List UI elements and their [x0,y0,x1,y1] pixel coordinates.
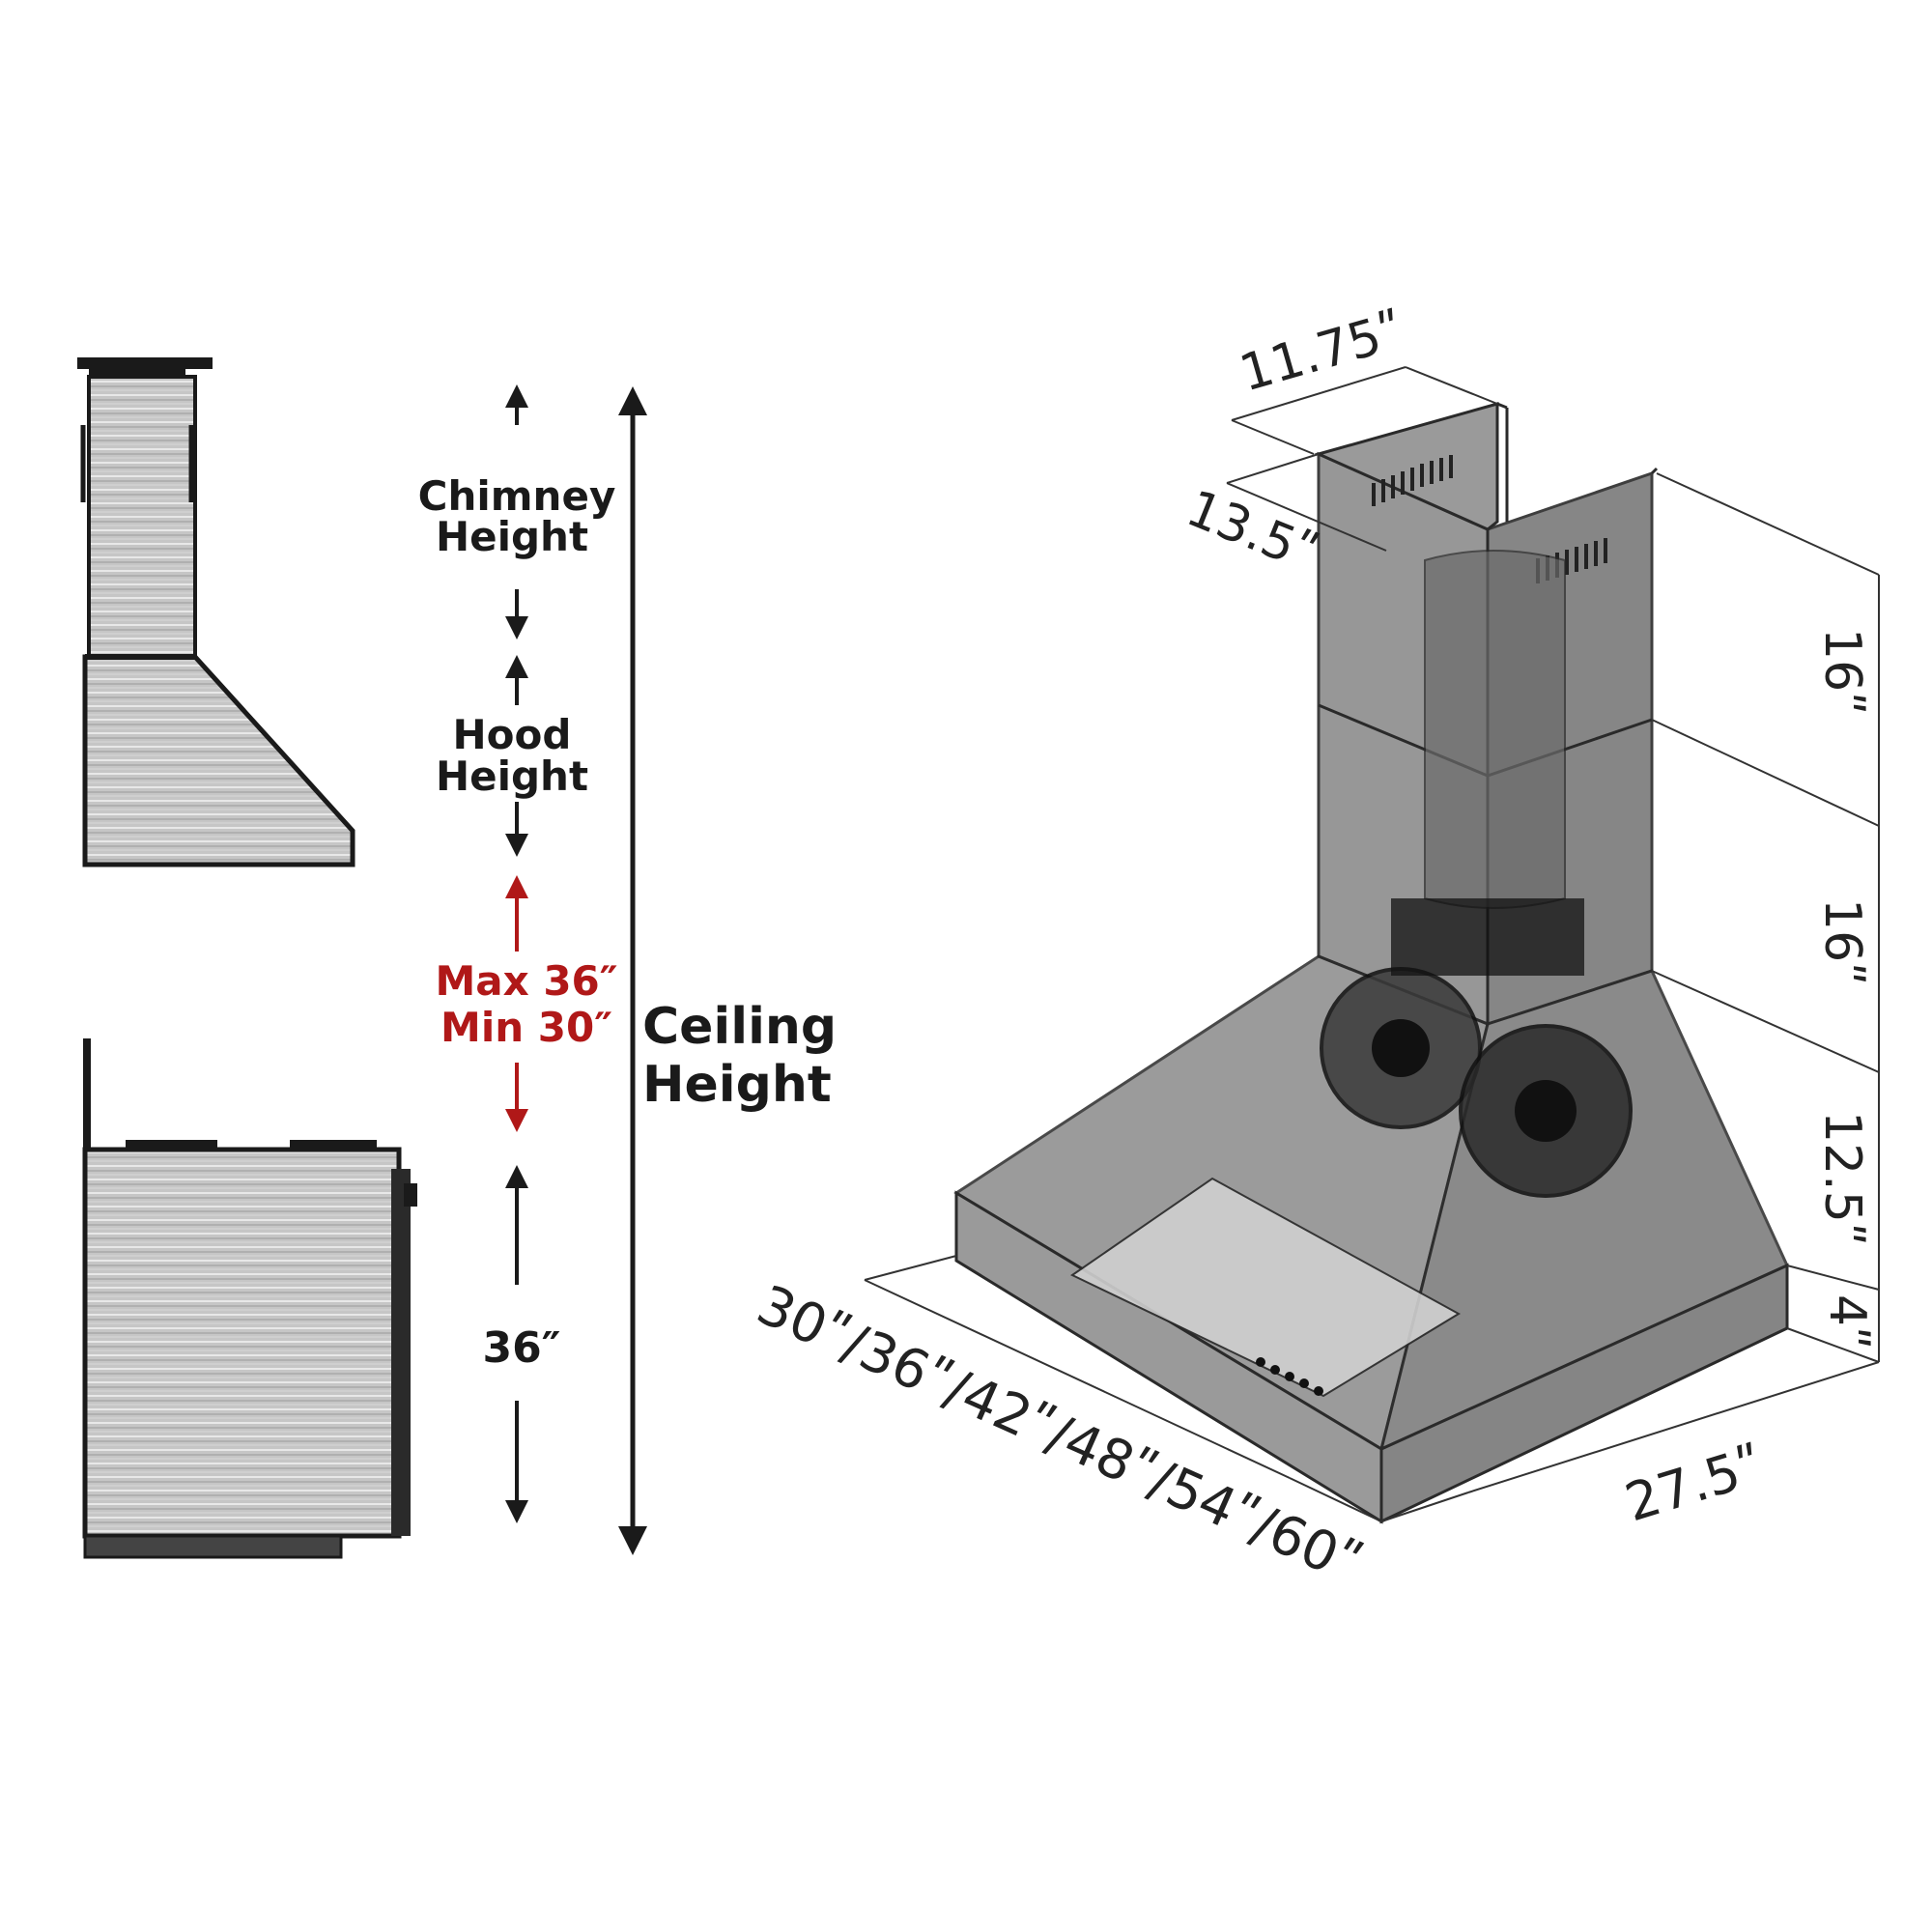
upper-chimney-height-label: 16ʺ [1813,628,1871,715]
side-view-chimney [87,375,197,659]
side-view-canopy [82,654,355,867]
iso-chimney-back [1314,402,1499,531]
chimney-height-label-line2: Height [436,513,588,560]
side-view-arrows [505,384,647,1555]
iso-control-panel [1256,1357,1323,1396]
side-view-hood [77,357,355,867]
hood-height-label-line1: Hood [453,711,572,758]
side-view-range [82,1038,417,1559]
clearance-max-label: Max 36″ [435,957,617,1005]
clearance-min-label: Min 30″ [440,1004,612,1051]
chimney-width-label: 11.75ʺ [1234,301,1410,403]
side-view-labels: Chimney Height Hood Height Max 36″ Min 3… [418,472,837,1373]
ceiling-mount-cap [77,357,213,369]
iso-duct-pipe [1424,550,1566,909]
hood-body-height-label: 12.5ʺ [1813,1111,1871,1246]
iso-dimension-lines [864,366,1880,1522]
ceiling-height-label-line1: Ceiling [642,998,837,1056]
counter-height-label: 36″ [483,1323,561,1373]
ceiling-height-label-line2: Height [642,1056,832,1114]
isometric-hood [953,402,1789,1524]
hood-depth-label: 27.5ʺ [1618,1435,1770,1534]
lower-chimney-height-label: 16ʺ [1813,898,1871,985]
side-view-range-body [82,1147,402,1539]
chimney-height-label-line1: Chimney [418,472,616,520]
hood-height-label-line2: Height [436,753,588,800]
hood-front-height-label: 4ʺ [1818,1294,1876,1350]
iso-filter [1070,1177,1461,1398]
chimney-depth-label: 13.5ʺ [1179,479,1325,583]
